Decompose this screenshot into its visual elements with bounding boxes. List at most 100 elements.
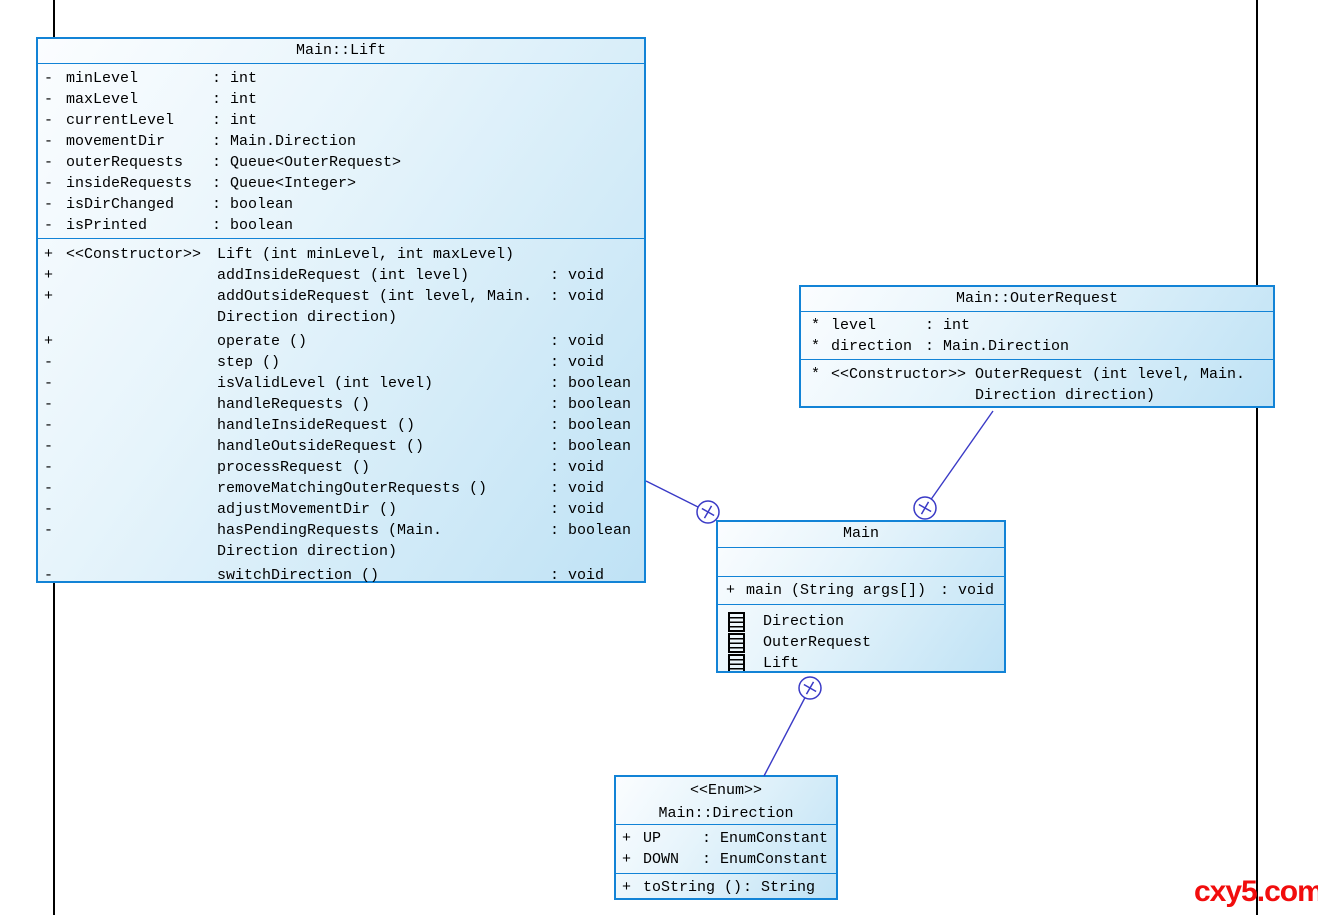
visibility-symbol: * (811, 317, 821, 334)
enum-stereotype: <<Enum>> (689, 782, 762, 799)
visibility-symbol: - (44, 480, 54, 497)
method-signature: main (String args[]) (746, 582, 927, 599)
member-type: : int (925, 317, 971, 334)
return-type: : void (550, 288, 605, 305)
class-title-lift: Main::Lift (38, 39, 644, 64)
member-name: isPrinted (66, 217, 148, 234)
visibility-symbol: - (44, 91, 54, 108)
member-name: toString () (643, 879, 743, 896)
lift-main-association-line (645, 480, 709, 513)
visibility-symbol: + (44, 267, 54, 284)
method-signature: operate () (217, 333, 308, 350)
method-signature: addInsideRequest (int level) (217, 267, 470, 284)
member-name: currentLevel (66, 112, 175, 129)
nested-class-row: Lift (728, 653, 1004, 671)
method-signature: step () (217, 354, 281, 371)
field-row: -movementDir: Main.Direction (44, 131, 644, 152)
visibility-symbol: + (622, 879, 632, 896)
method-row: - handleRequests () : boolean (44, 394, 644, 415)
visibility-symbol: - (44, 133, 54, 150)
member-type: : int (212, 70, 258, 87)
class-title-outer-request: Main::OuterRequest (801, 287, 1273, 312)
field-row: -isPrinted : boolean (44, 215, 644, 236)
field-row: -outerRequests: Queue<OuterRequest> (44, 152, 644, 173)
visibility-symbol: + (44, 246, 54, 263)
main-methods-compartment: + main (String args[]) : void (718, 577, 1004, 605)
return-type: : void (550, 267, 605, 284)
stereotype: <<Constructor>> (66, 246, 202, 263)
member-name: direction (831, 338, 913, 355)
return-type: : void (550, 567, 605, 584)
method-signature: Lift (int minLevel, int maxLevel) (217, 246, 515, 263)
visibility-symbol: * (811, 366, 821, 383)
right-rule-line (1256, 0, 1258, 915)
nested-class-name: Direction (763, 613, 845, 630)
method-row: -switchDirection (): void (44, 565, 644, 585)
visibility-symbol: - (44, 196, 54, 213)
return-type: : boolean (550, 522, 632, 539)
visibility-symbol: - (44, 354, 54, 371)
watermark: cxy5.com (1194, 875, 1318, 908)
return-type: : boolean (550, 396, 632, 413)
visibility-symbol: + (726, 582, 736, 599)
class-title-direction: <<Enum>> Main::Direction (616, 777, 836, 825)
method-row: *<<Constructor>>OuterRequest (int level,… (811, 364, 1273, 407)
method-signature: adjustMovementDir () (217, 501, 398, 518)
field-row: +UP: EnumConstant (622, 828, 836, 849)
field-row: -minLevel: int (44, 68, 644, 89)
method-row: - step () : void (44, 352, 644, 373)
visibility-symbol: + (44, 288, 54, 305)
member-type: : Queue<OuterRequest> (212, 154, 402, 171)
main-empty-fields-compartment (718, 548, 1004, 577)
enum-title: Main::Direction (658, 805, 794, 822)
visibility-symbol: - (44, 567, 54, 584)
member-type: : int (212, 91, 258, 108)
visibility-symbol: * (811, 338, 821, 355)
member-type: : EnumConstant (702, 830, 829, 847)
visibility-symbol: - (44, 112, 54, 129)
return-type: : boolean (550, 417, 632, 434)
return-type: : void (550, 354, 605, 371)
member-name: minLevel (66, 70, 139, 87)
visibility-symbol: - (44, 417, 54, 434)
method-row: + addOutsideRequest (int level, Main.Dire… (44, 286, 644, 331)
member-name: level (831, 317, 877, 334)
method-row: + addInsideRequest (int level) : void (44, 265, 644, 286)
visibility-symbol: - (44, 396, 54, 413)
class-icon (728, 654, 745, 671)
visibility-symbol: - (44, 501, 54, 518)
return-type: : void (550, 501, 605, 518)
method-row: -processRequest (): void (44, 457, 644, 478)
field-row: -currentLevel: int (44, 110, 644, 131)
lift-fields-compartment: -minLevel: int-maxLevel: int-currentLeve… (38, 64, 644, 239)
return-type: : void (550, 459, 605, 476)
containment-anchor-icon (798, 676, 822, 700)
return-type: : boolean (550, 375, 632, 392)
member-type: : boolean (212, 196, 294, 213)
member-type: : Main.Direction (212, 133, 357, 150)
outer-request-main-association-line (924, 410, 994, 509)
field-row: + toString (): String (622, 877, 836, 898)
visibility-symbol: - (44, 459, 54, 476)
method-signature: addOutsideRequest (int level, Main.Direc… (217, 288, 533, 326)
method-signature: handleOutsideRequest () (217, 438, 425, 455)
method-row: -removeMatchingOuterRequests (): void (44, 478, 644, 499)
member-type: : String (743, 879, 816, 896)
visibility-symbol: - (44, 438, 54, 455)
field-row: *direction: Main.Direction (811, 336, 1273, 357)
method-row: + main (String args[]) : void (726, 580, 1004, 601)
main-direction-association-line (763, 687, 811, 777)
field-row: -isDirChanged: boolean (44, 194, 644, 215)
member-name: UP (643, 830, 662, 847)
visibility-symbol: - (44, 217, 54, 234)
method-signature: isValidLevel (int level) (217, 375, 434, 392)
field-row: * level : int (811, 315, 1273, 336)
member-name: insideRequests (66, 175, 193, 192)
method-signature: removeMatchingOuterRequests () (217, 480, 488, 497)
member-name: DOWN (643, 851, 680, 868)
return-type: : void (940, 582, 995, 599)
method-signature: handleRequests () (217, 396, 371, 413)
member-type: : boolean (212, 217, 294, 234)
